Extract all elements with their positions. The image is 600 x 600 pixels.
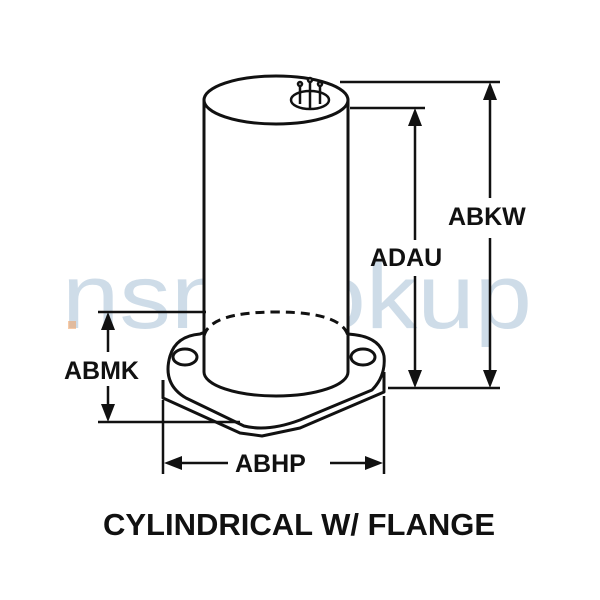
cylinder-side-outline [202, 98, 350, 398]
adau-arrow-down [408, 370, 422, 388]
drawing-caption: CYLINDRICAL W/ FLANGE [103, 507, 495, 542]
abkw-arrow-up [483, 82, 497, 100]
dimension-abhp [161, 396, 386, 474]
cylinder-hidden-base [202, 310, 350, 337]
abmk-arrow-up [101, 312, 115, 330]
flange-left-hole [171, 347, 199, 367]
watermark-dot [68, 321, 76, 329]
flange-right-hole [349, 347, 377, 367]
abhp-label: ABHP [235, 450, 306, 478]
cylinder-body [202, 74, 350, 398]
abmk-arrow-down [101, 404, 115, 422]
terminal-pin-3-tip [316, 80, 324, 88]
dimension-abkw [340, 80, 500, 390]
abkw-arrow-down [483, 370, 497, 388]
abkw-label: ABKW [448, 203, 526, 231]
cylinder-top-ellipse [202, 74, 350, 126]
flange-side-edge [161, 372, 386, 438]
terminal-pin-1-tip [296, 80, 304, 88]
abhp-arrow-right [365, 456, 383, 470]
adau-label: ADAU [370, 244, 442, 272]
dimension-adau [350, 106, 425, 388]
abhp-arrow-left [164, 456, 182, 470]
abmk-label: ABMK [64, 357, 139, 385]
terminal-pin-2-tip [306, 76, 314, 84]
adau-arrow-up [408, 108, 422, 126]
dimension-abmk [98, 310, 240, 424]
terminal-pins [289, 76, 331, 111]
